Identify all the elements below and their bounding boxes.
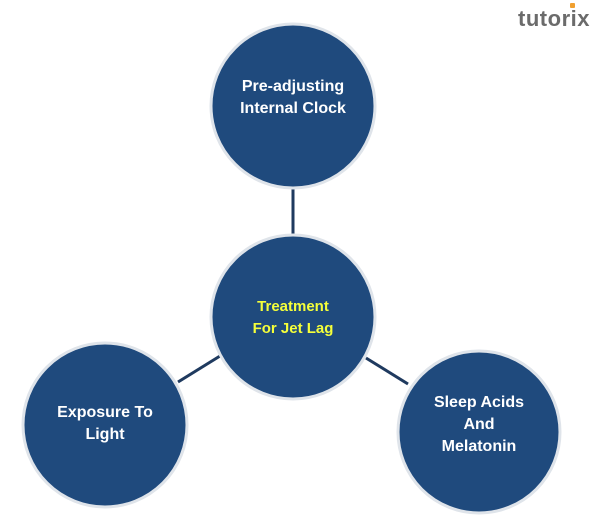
node-pre-adjusting-internal-clock: Pre-adjusting Internal Clock xyxy=(218,76,368,120)
node-label-line: Pre-adjusting xyxy=(241,78,345,95)
node-label-line: Exposure To xyxy=(57,404,153,421)
node-sleep-acids-and-melatonin: Sleep Acids And Melatonin xyxy=(404,392,554,458)
node-circle-top xyxy=(209,22,377,190)
tutorix-logo: tutorix xyxy=(518,3,590,32)
node-label-line: Light xyxy=(85,426,125,443)
logo-dot-icon xyxy=(570,3,576,8)
node-label-line: Sleep Acids xyxy=(433,394,525,411)
node-label-line: Internal Clock xyxy=(240,100,346,117)
logo-text: tutorix xyxy=(518,6,590,31)
node-circle-center xyxy=(209,233,377,401)
node-circle-left xyxy=(21,341,189,509)
node-label-line: Melatonin xyxy=(441,438,517,455)
node-exposure-to-light: Exposure To Light xyxy=(30,402,180,446)
center-label-line: For Jet Lag xyxy=(252,320,334,337)
center-label-line: Treatment xyxy=(257,298,329,315)
connector-right xyxy=(365,356,409,386)
node-label-line: And xyxy=(463,416,495,433)
center-node-treatment-for-jet-lag: Treatment For Jet Lag xyxy=(218,296,368,340)
node-circle-right xyxy=(396,349,562,515)
connector-left xyxy=(177,354,221,384)
